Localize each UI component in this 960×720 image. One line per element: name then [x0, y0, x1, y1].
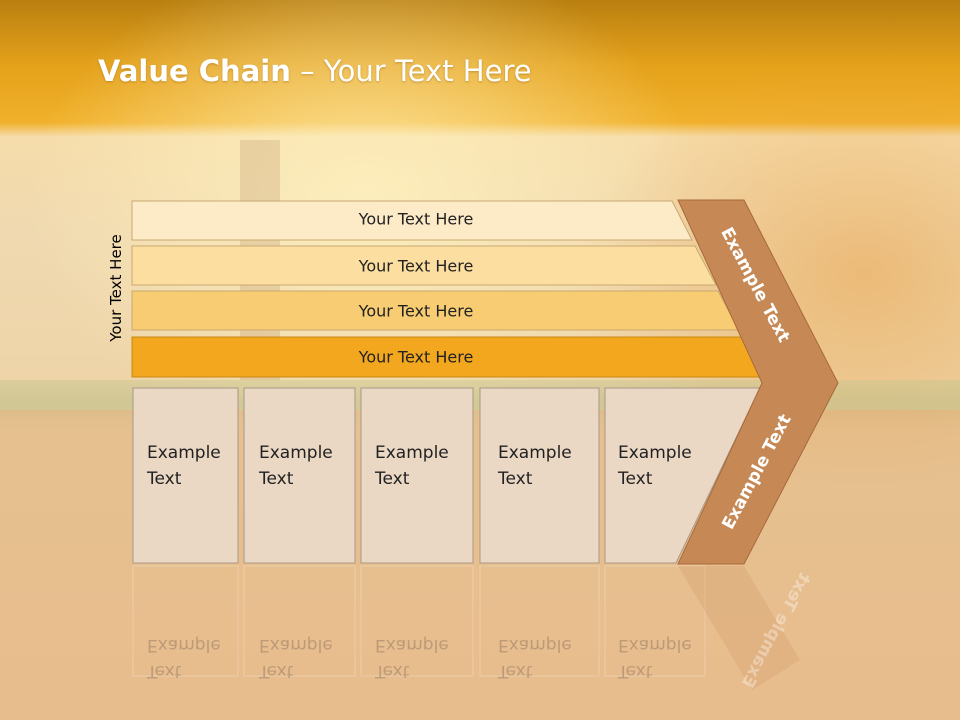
- title-rest: – Your Text Here: [290, 54, 532, 88]
- activity-box-3: [360, 387, 474, 564]
- activity-text-1-line1: Example: [147, 443, 221, 463]
- title-bold: Value Chain: [98, 54, 291, 88]
- support-row-label-1: Your Text Here: [358, 209, 474, 229]
- slide-title: Value Chain – Your Text Here: [98, 54, 532, 88]
- reflection: [132, 565, 706, 677]
- activity-box-4: [479, 387, 600, 564]
- margin-chevron: [677, 199, 839, 565]
- activity-box-5: [604, 387, 761, 564]
- support-row-label-3: Your Text Here: [358, 301, 474, 321]
- support-row-1: [131, 200, 693, 241]
- activity-text-1-line2: Text: [147, 469, 182, 489]
- support-row-2: [131, 245, 717, 286]
- chevron-reflection: [678, 566, 800, 690]
- activity-text-2-line2: Text: [259, 469, 294, 489]
- activity-box-2: [243, 387, 356, 564]
- support-row-label-2: Your Text Here: [358, 256, 474, 276]
- activity-box-1: [132, 387, 239, 564]
- activity-text-5-line1: Example: [618, 443, 692, 463]
- activity-text-4-line2: Text: [498, 469, 533, 489]
- activity-text-3-line1: Example: [375, 443, 449, 463]
- support-row-label-4: Your Text Here: [358, 347, 474, 367]
- activity-text-3-line2: Text: [375, 469, 410, 489]
- activity-text-2-line1: Example: [259, 443, 333, 463]
- activity-text-5-line2: Text: [618, 469, 653, 489]
- activity-text-4-line1: Example: [498, 443, 572, 463]
